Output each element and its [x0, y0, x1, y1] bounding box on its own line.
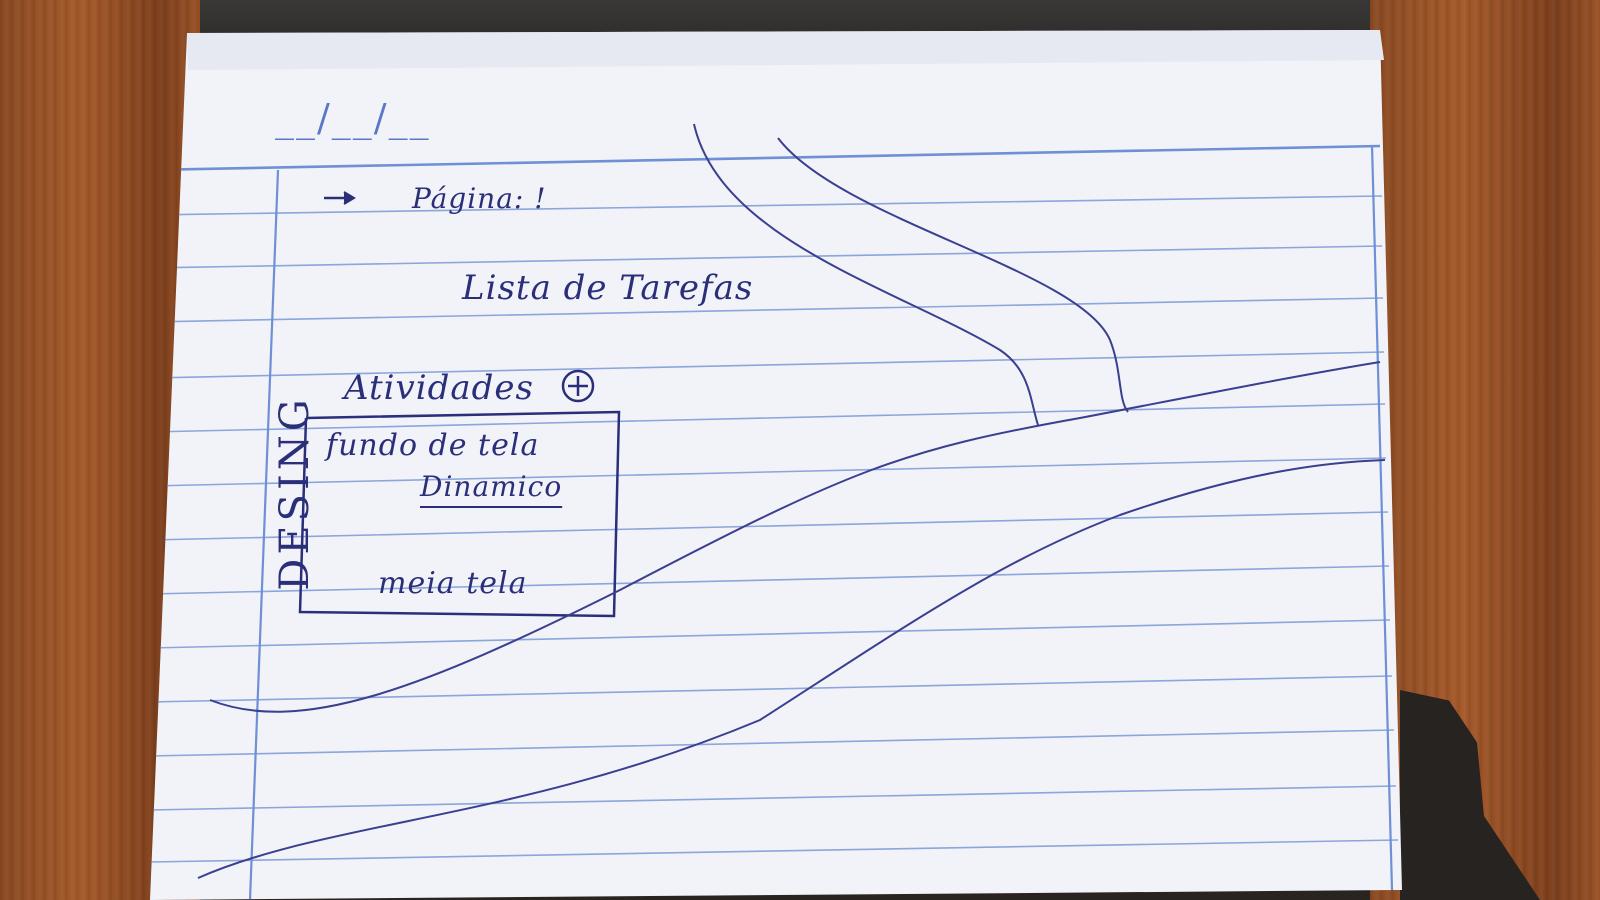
plus-circle-icon: [561, 369, 595, 403]
card-text-line-3: meia tela: [378, 566, 528, 601]
card-text-line-2: Dinamico: [420, 470, 563, 503]
sketch-title: Lista de Tarefas: [462, 268, 754, 308]
margin-lines: [150, 144, 1394, 900]
activity-card-box: [298, 410, 621, 618]
paper-shadow: [187, 30, 1384, 70]
paper-sheet: [150, 30, 1402, 900]
card-text-line-1: fundo de tela: [326, 428, 540, 463]
page-label: Página: !: [412, 182, 547, 215]
arrow-right-icon: [324, 191, 356, 205]
vertical-design-label: DESING: [272, 395, 318, 591]
activities-label: Atividades: [344, 368, 534, 408]
date-slots: __/__/__: [275, 96, 431, 140]
decorative-curves: [197, 123, 1386, 879]
